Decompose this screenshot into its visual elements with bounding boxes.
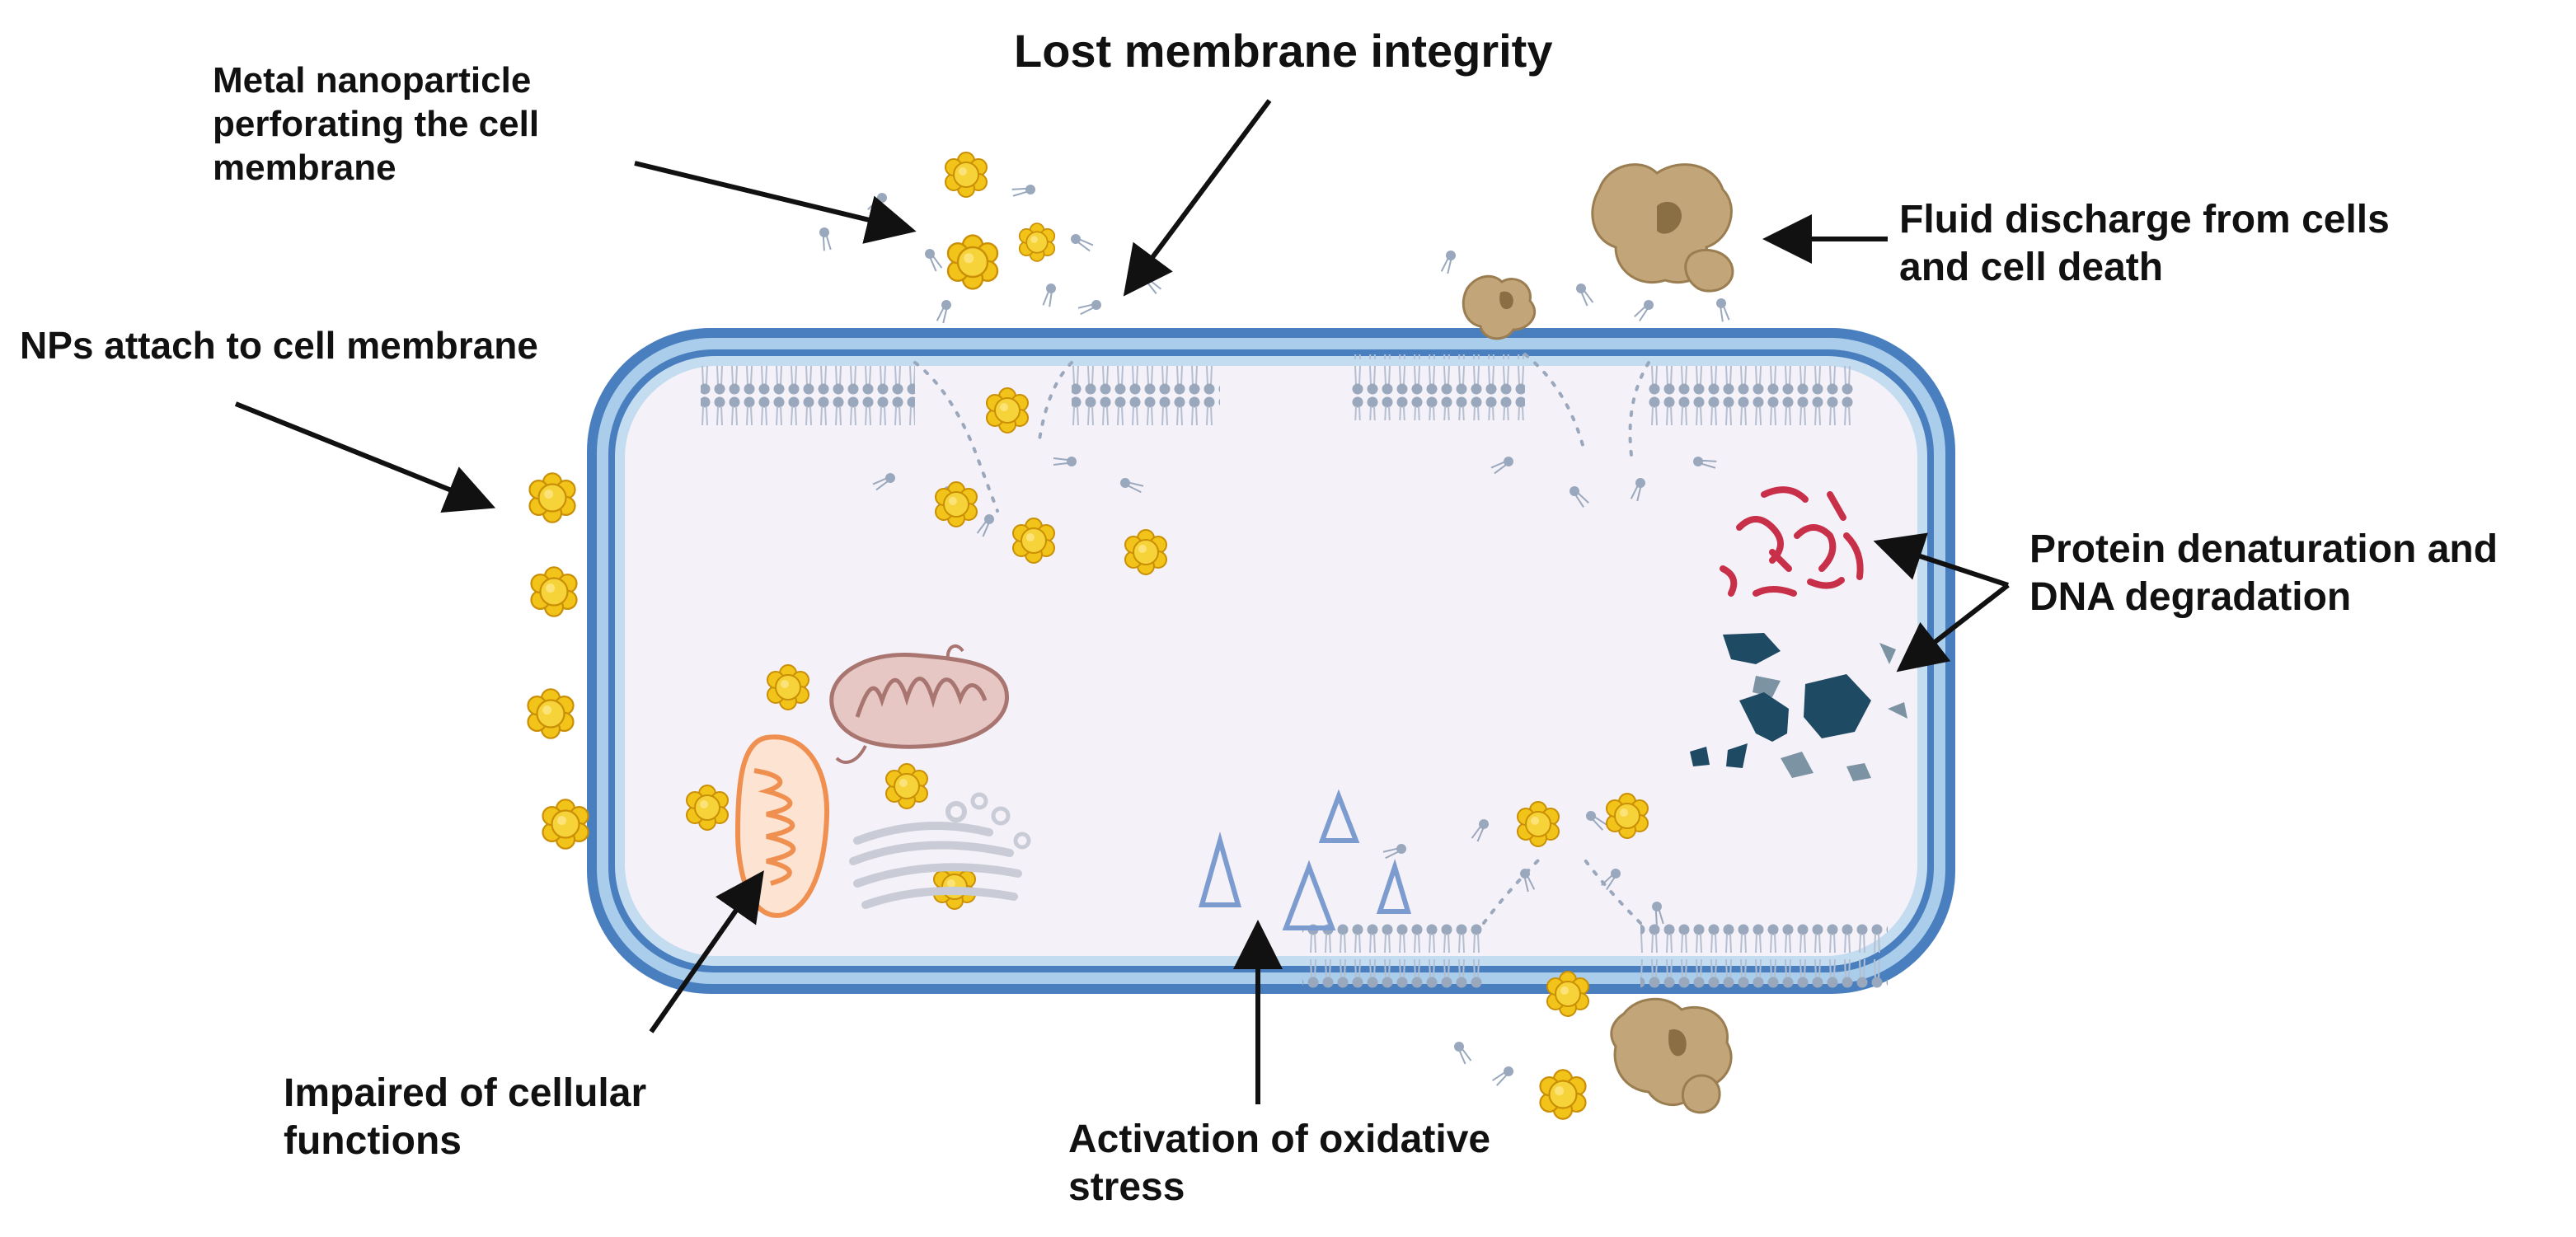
denatured-proteins [1720, 486, 1864, 597]
nanoparticle-icon [946, 234, 999, 290]
nanoparticle-icon [935, 481, 978, 527]
nanoparticle-icon [542, 799, 589, 850]
label-line: DNA degradation [2029, 574, 2352, 619]
nanoparticle-icon [686, 785, 729, 831]
phospholipid-icon [866, 190, 890, 216]
nanoparticle-icon [1546, 971, 1589, 1017]
phospholipid-icon [1067, 231, 1096, 254]
phospholipid-icon [1011, 183, 1037, 199]
nanoparticle-icon [527, 688, 575, 739]
label-line: Fluid discharge from cells [1899, 198, 2390, 241]
arrow-protein [1873, 532, 2009, 588]
annotation-arrows [234, 99, 2010, 1104]
top-bilayer [701, 353, 1855, 513]
arrow-lost-membrane [1123, 99, 1272, 297]
phospholipid-icon [1573, 280, 1596, 308]
label-line: NPs attach to cell membrane [20, 324, 538, 367]
label-line: Impaired of cellular [284, 1071, 647, 1115]
label-line: Metal nanoparticle [213, 60, 532, 101]
label-line: and cell death [1899, 245, 2164, 289]
label-nps-attach: NPs attach to cell membrane [20, 323, 538, 368]
phospholipid-icon [1451, 1038, 1474, 1066]
golgi [849, 792, 1031, 909]
label-oxidative-stress: Activation of oxidative stress [1068, 1116, 1490, 1211]
dna-fragments [1690, 633, 1907, 781]
ros-triangle-icon [1282, 860, 1336, 930]
label-protein-denaturation: Protein denaturation and DNA degradation [2029, 526, 2498, 621]
fluid-debris [1462, 163, 1734, 1114]
phospholipid-icon [1438, 248, 1458, 275]
mitochondrion-icon [829, 652, 1009, 749]
nanoparticle-icon [885, 763, 928, 809]
nanoparticle-icon [945, 152, 988, 198]
label-metal-nanoparticle: Metal nanoparticle perforating the cell … [213, 59, 539, 190]
nanoparticle-icon [1012, 518, 1055, 564]
mitochondrion-brown [829, 644, 1009, 764]
nanoparticle-icon [1517, 801, 1560, 847]
arrow-metal-nanoparticle [634, 161, 917, 244]
phospholipid-icon [1632, 297, 1657, 323]
label-line: Protein denaturation and [2029, 527, 2499, 571]
label-line: membrane [213, 147, 396, 188]
label-fluid-discharge: Fluid discharge from cells and cell deat… [1899, 196, 2390, 291]
label-impaired-functions: Impaired of cellular functions [284, 1070, 646, 1164]
nanoparticle-icon [528, 472, 576, 523]
label-line: Activation of oxidative [1068, 1118, 1491, 1161]
label-lost-membrane-integrity: Lost membrane integrity [1014, 23, 1552, 78]
phospholipid-icon [922, 246, 945, 274]
golgi-icon [853, 822, 993, 845]
nanoparticle-icon [1539, 1069, 1587, 1120]
ros-triangle-icon [1376, 859, 1412, 914]
phospholipid-icon [934, 298, 954, 325]
phospholipid-icon [1714, 296, 1732, 323]
label-line: Lost membrane integrity [1014, 25, 1553, 77]
phospholipid-icon [818, 226, 833, 252]
arrow-impaired [649, 870, 764, 1033]
ros-triangles [1199, 789, 1412, 930]
nanoparticle-icon [986, 387, 1029, 433]
ros-triangle-icon [1318, 789, 1360, 843]
nanoparticle-icon [1124, 529, 1167, 575]
label-line: stress [1068, 1164, 1185, 1209]
bottom-bilayer [1302, 855, 1888, 989]
dna-fragment-icon [1723, 633, 1781, 664]
ros-triangle-icon [1199, 831, 1241, 907]
nanoparticle-icon [1018, 223, 1056, 262]
label-line: functions [284, 1118, 462, 1163]
nanoparticle-icon [530, 566, 578, 617]
protein-strand-icon [1761, 486, 1809, 503]
arrow-dna [1896, 583, 2010, 672]
arrow-nps-attach [234, 401, 496, 513]
label-line: perforating the cell [213, 103, 540, 144]
phospholipid-icon [1077, 298, 1104, 317]
nanoparticle-icon [1606, 793, 1649, 839]
nanoparticle-icon [767, 664, 809, 710]
phospholipid-icon [1490, 1063, 1517, 1088]
phospholipid-icon [1040, 281, 1058, 308]
